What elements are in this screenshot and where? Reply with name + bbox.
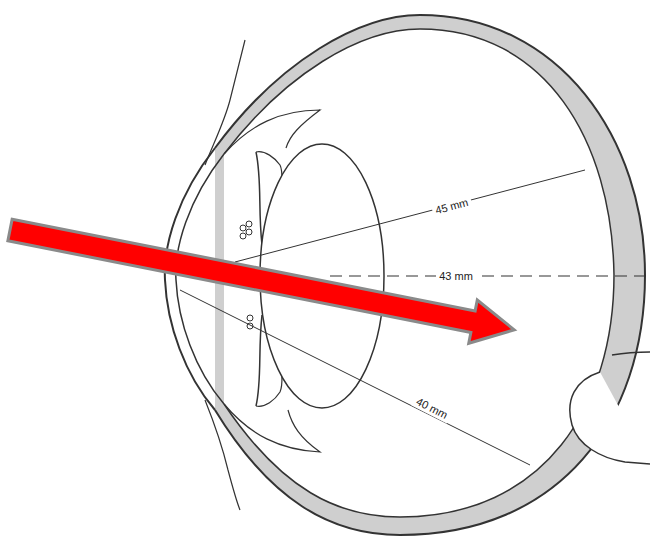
eyelid bbox=[205, 40, 245, 165]
dimension-line bbox=[235, 170, 585, 262]
dimension-line bbox=[330, 275, 650, 276]
dimension-label: 43 mm bbox=[436, 270, 476, 283]
optic-nerve bbox=[570, 372, 650, 464]
eyelid bbox=[205, 400, 240, 510]
iris bbox=[256, 152, 262, 245]
red-arrow bbox=[6, 208, 519, 351]
ciliary-body bbox=[224, 110, 320, 154]
optic-nerve bbox=[612, 352, 650, 355]
ciliary-body bbox=[224, 404, 320, 452]
